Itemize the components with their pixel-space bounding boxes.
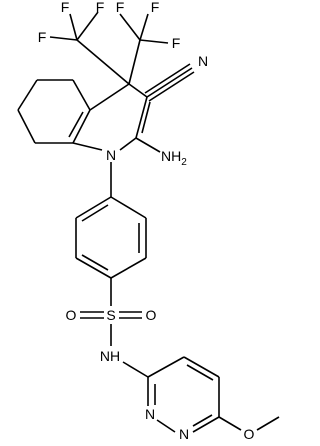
bond (183, 356, 220, 378)
bond (148, 71, 195, 102)
atom-fluorine-label: F (116, 0, 125, 15)
atom-amino-label: NH2 (161, 148, 187, 168)
bond (110, 196, 147, 219)
bond (72, 142, 103, 151)
bond (49, 36, 78, 41)
bond (128, 39, 141, 85)
bond (135, 96, 148, 139)
bond (81, 204, 109, 222)
bond (139, 39, 169, 44)
bond (156, 419, 176, 433)
atom-ring-nitrogen-label: N (106, 147, 116, 163)
atom-oxygen-label: O (146, 307, 157, 323)
bond (192, 416, 220, 433)
bond (144, 63, 191, 94)
atom-oxygen-label: O (66, 307, 77, 323)
bond (218, 416, 242, 431)
atom-labels: F F F F F F N N NH2 S O O NH N N O (38, 0, 255, 442)
bond (139, 13, 149, 41)
bond (119, 137, 137, 151)
bond (192, 414, 213, 427)
bond (17, 109, 36, 144)
atom-pyridazine-nitrogen-label: N (145, 406, 155, 422)
bond (72, 79, 91, 111)
atom-methoxy-oxygen-label: O (244, 426, 255, 442)
bond (135, 137, 161, 153)
bond (75, 257, 112, 279)
atom-nitrile-nitrogen-label: N (198, 53, 208, 69)
bond (119, 13, 141, 41)
bond (17, 79, 38, 111)
atom-fluorine-label: F (96, 0, 105, 15)
bond (141, 101, 151, 134)
atom-fluorine-label: F (61, 0, 70, 15)
amino-nh-text: NH (161, 148, 181, 164)
bond (256, 416, 280, 431)
atom-sulfonamide-nh-label: NH (100, 348, 120, 364)
amino-subscript: 2 (181, 157, 187, 168)
bond (147, 356, 185, 378)
bond (146, 67, 193, 98)
molecule-structure-diagram: F F F F F F N N NH2 S O O NH N N O (17, 0, 280, 442)
bond (81, 254, 109, 271)
bond (72, 109, 91, 144)
bond (110, 257, 147, 279)
bond (128, 83, 148, 98)
bond (75, 196, 112, 219)
bond (76, 11, 99, 41)
atom-fluorine-label: F (151, 0, 160, 15)
bond (186, 364, 214, 381)
bond (89, 83, 130, 111)
atom-fluorine-label: F (172, 35, 181, 51)
bond (69, 13, 78, 41)
atom-sulfur-label: S (106, 307, 115, 323)
bond (68, 111, 84, 138)
atom-fluorine-label: F (38, 29, 47, 45)
atom-pyridazine-nitrogen-label: N (179, 426, 189, 442)
bond (76, 39, 130, 85)
bonds (17, 11, 280, 433)
bond (122, 361, 149, 378)
